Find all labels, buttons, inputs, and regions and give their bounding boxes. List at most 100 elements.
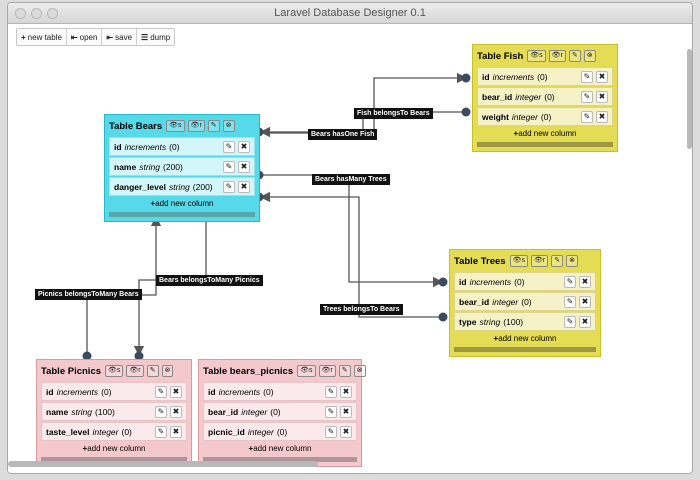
vertical-scrollbar[interactable]	[687, 49, 692, 149]
show-button[interactable]: 👁s	[297, 365, 316, 377]
table-header: Table bears_picnics 👁s 👁r ✎ ⊗	[203, 363, 366, 379]
relation-label-bears-hasone-fish[interactable]: Bears hasOne Fish	[308, 129, 378, 140]
edit-column-button[interactable]: ✎	[325, 385, 337, 398]
relations-button[interactable]: 👁r	[126, 365, 144, 377]
remove-icon: ⊗	[225, 122, 232, 129]
minimize-window-button[interactable]	[31, 8, 42, 19]
delete-column-button[interactable]: ✖	[170, 385, 182, 398]
title-bar: Laravel Database Designer 0.1	[8, 3, 692, 24]
edit-column-button[interactable]: ✎	[223, 140, 235, 153]
edit-column-button[interactable]: ✎	[581, 90, 593, 103]
link-trees-belongs-bears	[259, 191, 442, 318]
fish-weight-connector	[461, 107, 471, 117]
edit-column-button[interactable]: ✎	[223, 180, 235, 193]
delete-column-button[interactable]: ✖	[579, 315, 591, 328]
remove-icon: ⊗	[586, 52, 593, 59]
delete-column-button[interactable]: ✖	[238, 180, 250, 193]
show-button[interactable]: 👁s	[527, 50, 546, 62]
relation-label-bears-btm-picnics[interactable]: Bears belongsToMany Picnics	[156, 275, 263, 286]
delete-column-button[interactable]: ✖	[579, 275, 591, 288]
relation-label-trees-belongs-bears[interactable]: Trees belongsTo Bears	[320, 304, 403, 315]
designer-canvas[interactable]: +new table ⇤open ⇤save ☰dump	[8, 25, 692, 473]
new-table-button[interactable]: +new table	[17, 29, 67, 45]
relation-label-fish-belongs-bears[interactable]: Fish belongsTo Bears	[354, 108, 433, 119]
add-column-button[interactable]: +add new column	[82, 444, 146, 453]
horizontal-scrollbar[interactable]	[8, 461, 318, 467]
edit-column-button[interactable]: ✎	[155, 385, 167, 398]
delete-column-button[interactable]: ✖	[596, 70, 608, 83]
table-resize-bar[interactable]	[41, 457, 187, 462]
edit-column-button[interactable]: ✎	[155, 425, 167, 438]
eye-icon: 👁	[300, 367, 310, 374]
dump-button[interactable]: ☰dump	[141, 33, 171, 42]
delete-column-button[interactable]: ✖	[170, 405, 182, 418]
eye-icon: 👁	[169, 122, 179, 129]
delete-column-button[interactable]: ✖	[340, 425, 352, 438]
edit-table-button[interactable]: ✎	[551, 255, 564, 267]
edit-column-button[interactable]: ✎	[155, 405, 167, 418]
edit-table-button[interactable]: ✎	[207, 120, 220, 132]
remove-table-button[interactable]: ⊗	[583, 50, 596, 62]
edit-column-button[interactable]: ✎	[564, 295, 576, 308]
relations-button[interactable]: 👁r	[318, 365, 336, 377]
save-button[interactable]: ⇤save	[102, 29, 138, 45]
relations-button[interactable]: 👁r	[530, 255, 549, 267]
toolbar: +new table ⇤open ⇤save ☰dump	[16, 28, 176, 46]
delete-column-button[interactable]: ✖	[340, 385, 352, 398]
table-title: Table Trees	[454, 255, 506, 267]
edit-column-button[interactable]: ✎	[325, 425, 337, 438]
table-resize-bar[interactable]	[203, 457, 357, 462]
delete-column-button[interactable]: ✖	[170, 425, 182, 438]
edit-column-button[interactable]: ✎	[325, 405, 337, 418]
zoom-window-button[interactable]	[47, 8, 58, 19]
delete-column-button[interactable]: ✖	[579, 295, 591, 308]
edit-column-button[interactable]: ✎	[581, 110, 593, 123]
table-resize-bar[interactable]	[109, 212, 255, 217]
table-resize-bar[interactable]	[477, 142, 613, 147]
remove-table-button[interactable]: ⊗	[353, 365, 366, 377]
eye-icon: 👁	[129, 367, 139, 374]
delete-column-button[interactable]: ✖	[340, 405, 352, 418]
eye-icon: 👁	[530, 52, 540, 59]
table-resize-bar[interactable]	[454, 347, 596, 352]
eye-icon: 👁	[533, 257, 543, 264]
edit-table-button[interactable]: ✎	[146, 365, 159, 377]
edit-table-button[interactable]: ✎	[338, 365, 351, 377]
close-window-button[interactable]	[15, 8, 26, 19]
relations-button[interactable]: 👁r	[187, 120, 205, 132]
edit-column-button[interactable]: ✎	[564, 315, 576, 328]
delete-column-button[interactable]: ✖	[596, 90, 608, 103]
show-button[interactable]: 👁s	[509, 255, 528, 267]
show-button[interactable]: 👁s	[166, 120, 185, 132]
edit-icon: ✎	[341, 367, 348, 374]
remove-table-button[interactable]: ⊗	[566, 255, 578, 267]
show-button[interactable]: 👁s	[105, 365, 124, 377]
add-column-button[interactable]: +add new column	[513, 129, 577, 138]
delete-column-button[interactable]: ✖	[238, 160, 250, 173]
add-column-button[interactable]: +add new column	[493, 334, 557, 343]
add-column-button[interactable]: +add new column	[248, 444, 312, 453]
open-button[interactable]: ⇤open	[67, 29, 103, 45]
relation-label-bears-hasmany-trees[interactable]: Bears hasMany Trees	[312, 174, 390, 185]
edit-column-button[interactable]: ✎	[581, 70, 593, 83]
relation-label-picnics-btm-bears[interactable]: Picnics belongsToMany Bears	[35, 289, 142, 300]
edit-column-button[interactable]: ✎	[564, 275, 576, 288]
edit-column-button[interactable]: ✎	[223, 160, 235, 173]
relations-button[interactable]: 👁r	[548, 50, 566, 62]
remove-table-button[interactable]: ⊗	[222, 120, 235, 132]
delete-column-button[interactable]: ✖	[238, 140, 250, 153]
add-column-button[interactable]: +add new column	[150, 199, 214, 208]
edit-icon: ✎	[571, 52, 578, 59]
edit-table-button[interactable]: ✎	[568, 50, 581, 62]
plus-icon: +	[21, 33, 26, 42]
remove-table-button[interactable]: ⊗	[161, 365, 174, 377]
eye-icon: 👁	[512, 257, 522, 264]
delete-column-button[interactable]: ✖	[596, 110, 608, 123]
